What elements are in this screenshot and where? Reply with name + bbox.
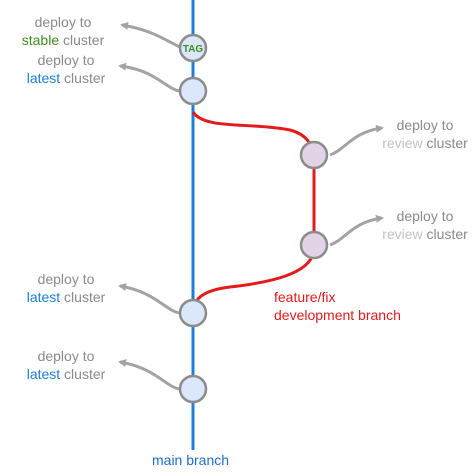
label-deploy-stable: deploy to stable cluster [12,13,114,49]
feature-branch-label-line1: feature/fix [274,289,336,305]
feature-branch-label: feature/fix development branch [274,288,401,324]
label-line2: review cluster [382,226,468,242]
label-line1: deploy to [37,52,95,68]
label-line2: latest cluster [26,366,106,382]
arrow-review-2 [329,214,384,247]
label-line1: deploy to [37,271,95,287]
commit-main-2 [178,298,208,328]
label-line2: latest cluster [26,289,106,305]
arrow-latest-2 [118,283,180,315]
commit-feature-1 [299,140,329,170]
arrow-review-1 [329,124,384,157]
tag-label: TAG [183,44,204,55]
label-line1: deploy to [37,348,95,364]
arrow-latest-1 [118,62,180,93]
label-deploy-latest-1: deploy to latest cluster [18,51,114,87]
commit-main-1 [178,76,208,106]
arrow-latest-3 [118,359,180,391]
label-line2: stable cluster [21,32,105,48]
feature-branch-label-line2: development branch [274,307,401,323]
main-branch-label: main branch [152,452,230,468]
label-deploy-review-2: deploy to review cluster [378,207,472,243]
arrow-stable [120,22,181,49]
label-deploy-latest-2: deploy to latest cluster [18,270,114,306]
label-line1: deploy to [396,117,454,133]
commit-main-3 [178,374,208,404]
label-line2: review cluster [382,135,468,151]
label-line2: latest cluster [26,70,106,86]
label-deploy-review-1: deploy to review cluster [378,116,472,152]
label-deploy-latest-3: deploy to latest cluster [18,347,114,383]
commit-feature-2 [299,230,329,260]
feature-branch-line [191,111,316,313]
commit-tag [178,33,208,63]
label-line1: deploy to [34,14,92,30]
label-line1: deploy to [396,208,454,224]
